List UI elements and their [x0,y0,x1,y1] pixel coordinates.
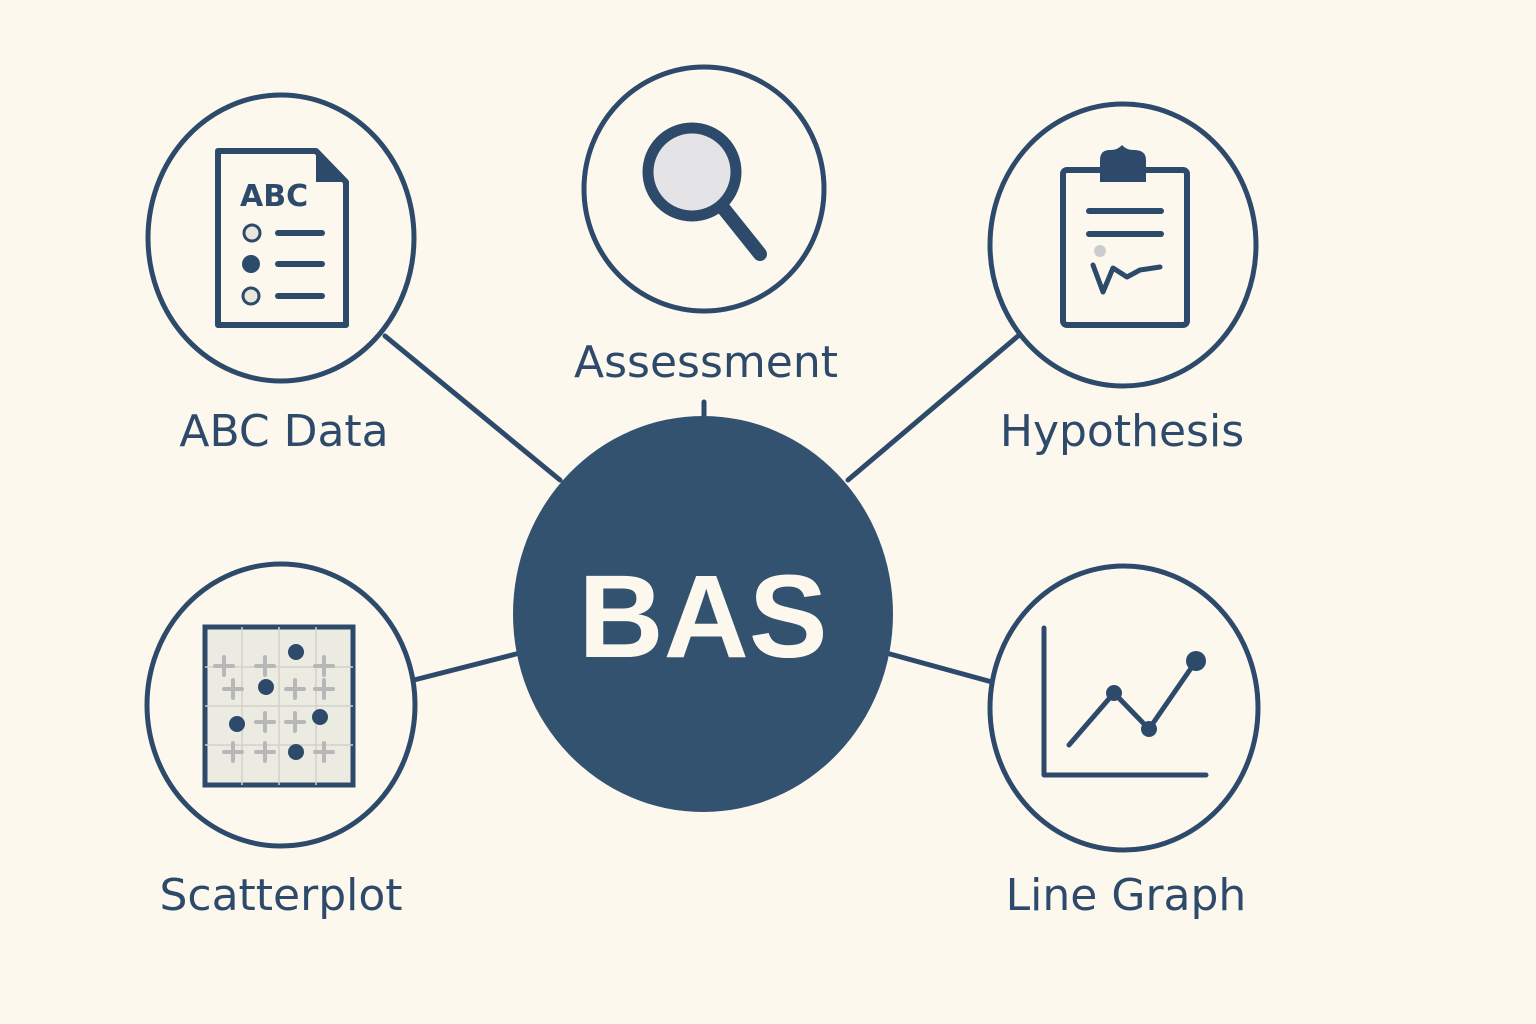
node-circle-assessment [581,64,827,314]
abc-document-icon: ABC [215,148,349,328]
node-scatterplot: Scatterplot [144,561,418,921]
node-circle-abc-data [145,92,417,384]
center-circle [513,416,893,812]
node-circle-hypothesis [987,101,1259,389]
node-line-graph: Line Graph [987,563,1261,921]
scatterplot-grid-icon [202,624,356,788]
connectors [382,333,1021,685]
node-circle-line-graph [987,563,1261,853]
node-abc-data: ABC ABC Data [145,92,417,457]
magnifying-glass-icon [642,122,767,261]
line-graph-icon [1041,625,1209,778]
connector-abc-data [382,333,563,483]
connector-hypothesis [845,333,1021,483]
node-label-hypothesis: Hypothesis [1000,406,1244,457]
connector-line-graph [887,651,995,685]
center-node: BAS [513,416,893,812]
node-label-scatterplot: Scatterplot [159,870,402,921]
center-label: BAS [578,551,827,683]
connector-scatterplot [411,651,519,683]
node-hypothesis: Hypothesis [987,101,1259,457]
node-label-line-graph: Line Graph [1006,870,1247,921]
node-assessment: Assessment [574,64,838,388]
node-label-abc-data: ABC Data [179,406,388,457]
node-circle-scatterplot [144,561,418,849]
abc-icon-text: ABC [240,179,308,214]
clipboard-icon [1060,145,1190,328]
node-label-assessment: Assessment [574,337,838,388]
